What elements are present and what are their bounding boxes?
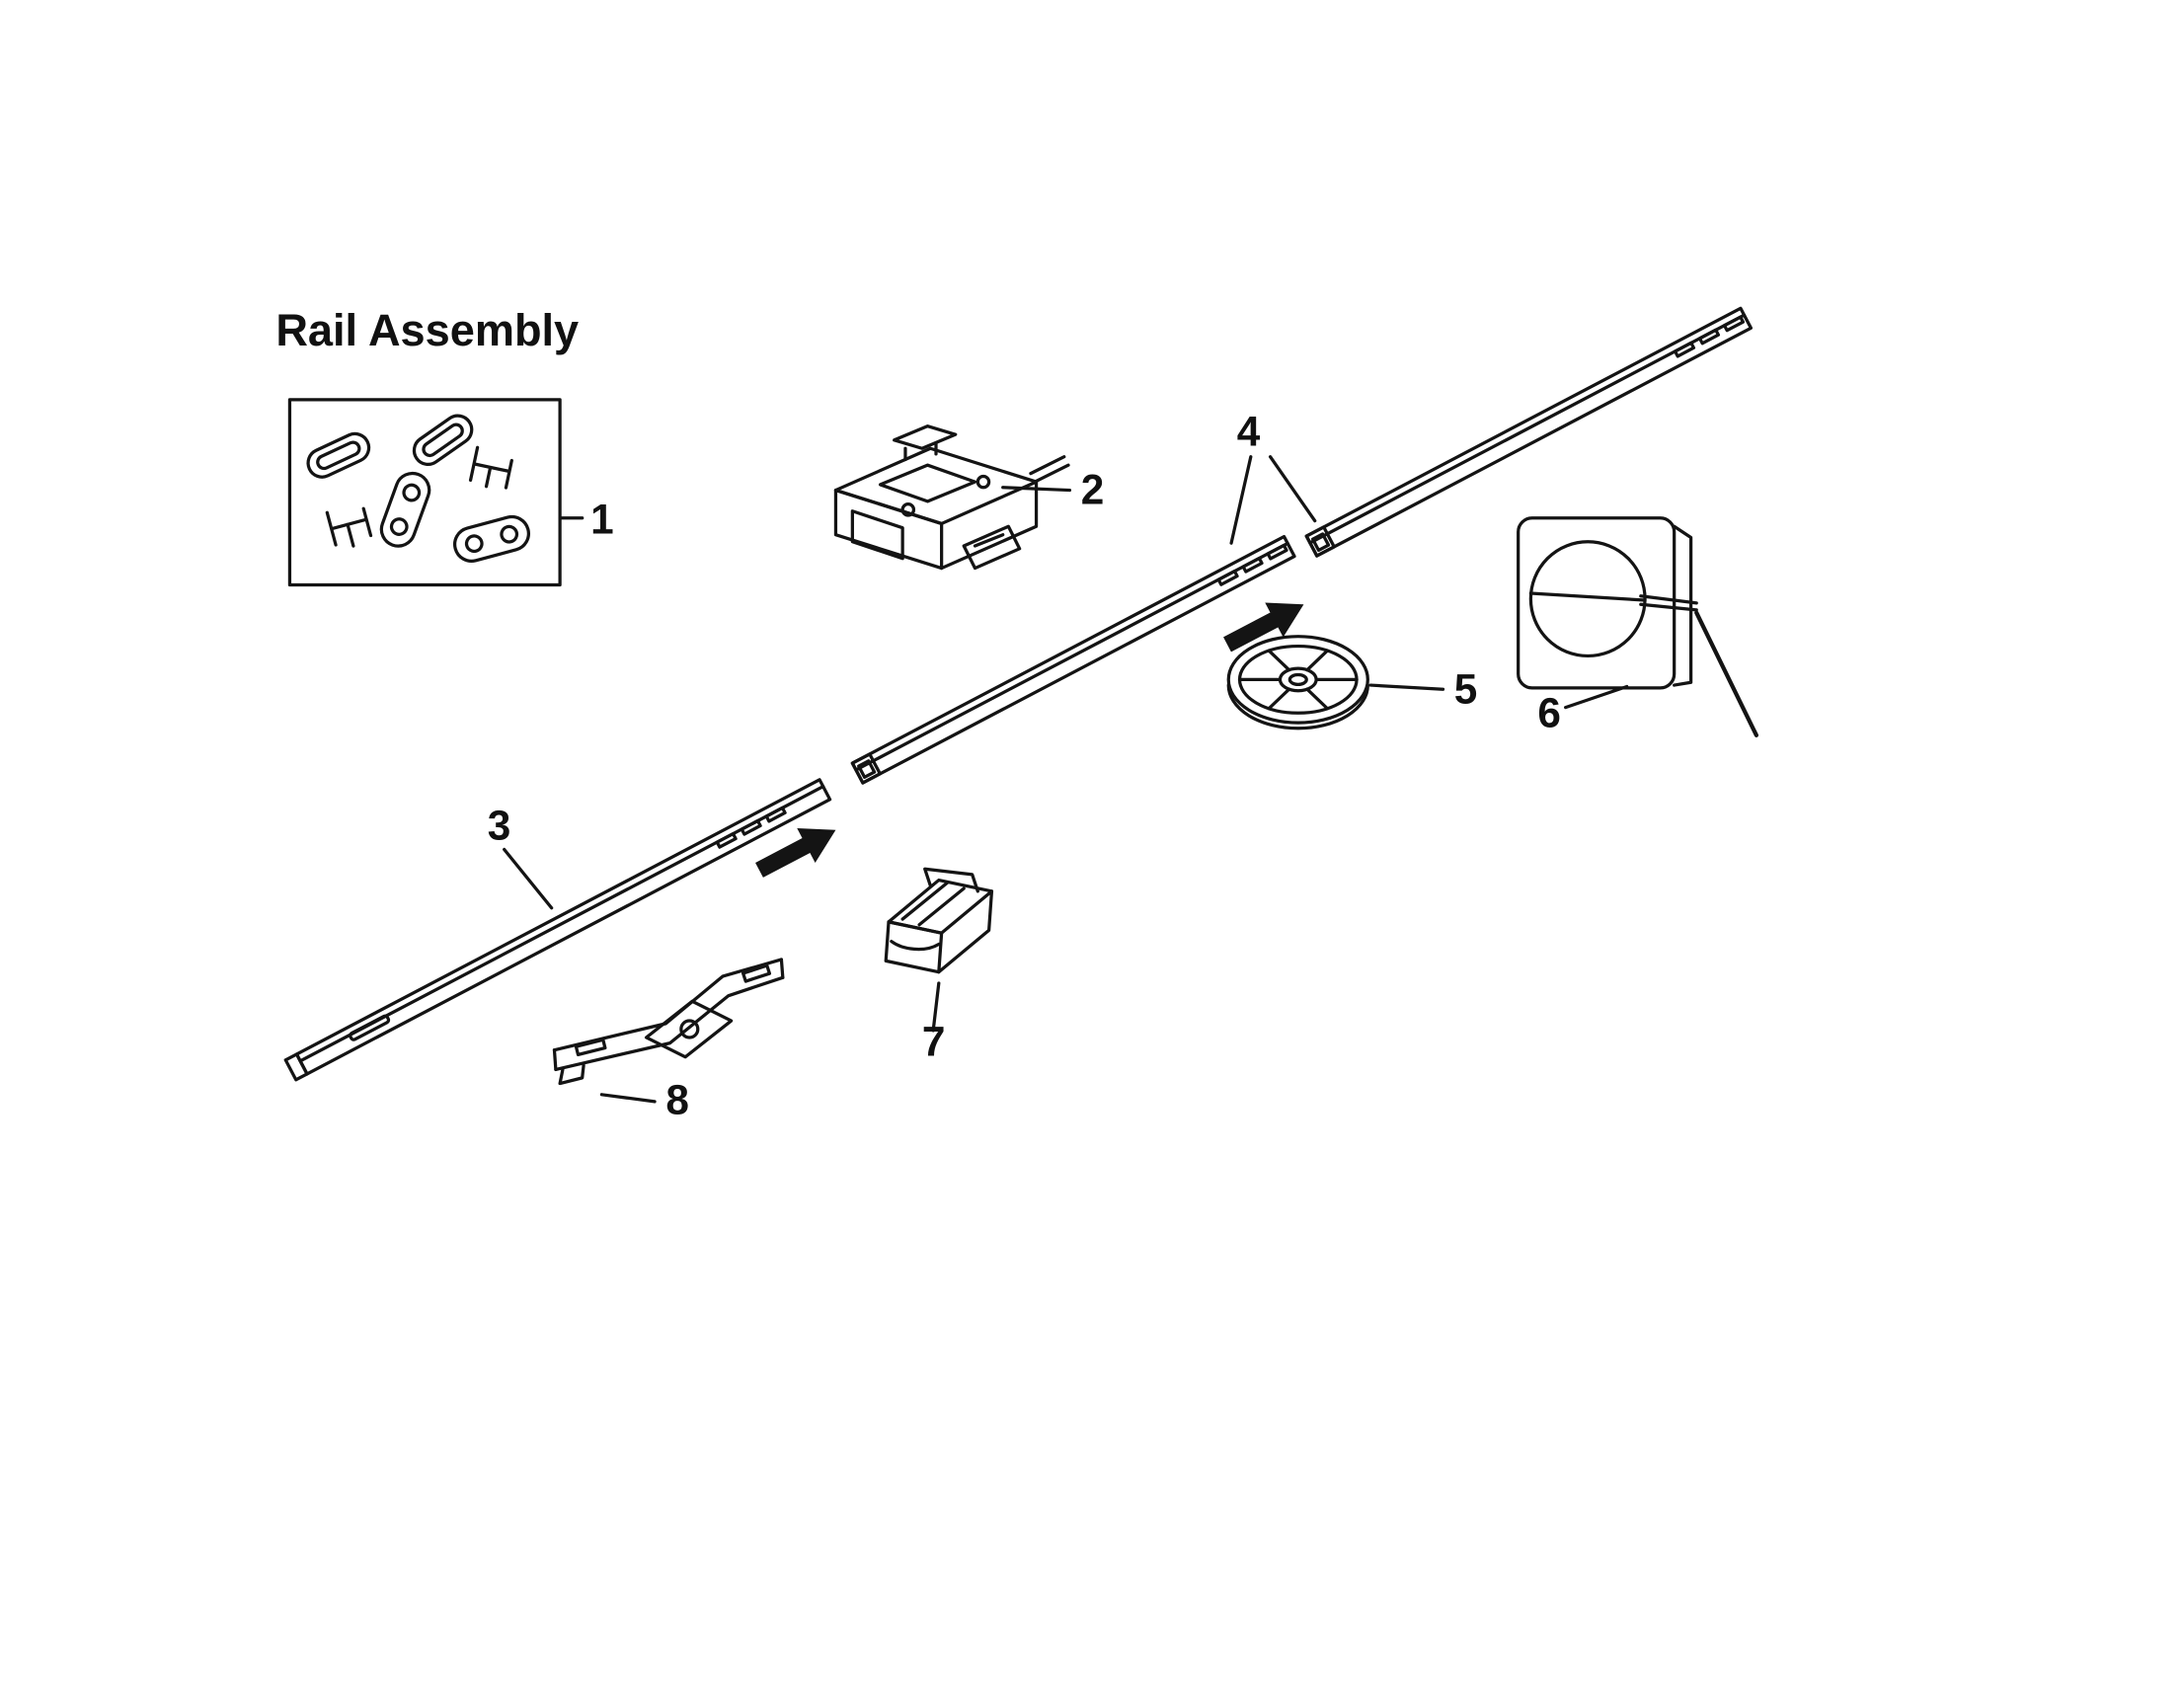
leader-5	[1368, 683, 1445, 691]
leader-3	[503, 847, 554, 910]
cable-line	[1694, 610, 1759, 737]
part-3-rail-section	[283, 778, 832, 1082]
part-label-4: 4	[1237, 408, 1261, 454]
master-link-clip-icon	[468, 445, 513, 490]
part-5-pulley	[1226, 635, 1369, 731]
part-7-stop-bracket	[884, 867, 994, 974]
part-label-7: 7	[922, 1018, 946, 1064]
leader-4a	[1229, 455, 1253, 545]
master-link-clip-icon	[325, 506, 373, 548]
leader-6	[1564, 684, 1629, 710]
leader-8	[599, 1093, 657, 1104]
part-label-8: 8	[665, 1077, 689, 1123]
leader-7	[931, 981, 941, 1033]
hardware-box-outline	[287, 398, 562, 587]
chain-plate-icon	[452, 514, 530, 563]
part-1-chain-hardware-box	[287, 398, 562, 587]
part-4-rail-section-middle	[850, 534, 1296, 785]
part-8-header-bracket	[552, 958, 785, 1086]
chain-link-icon	[306, 431, 371, 479]
part-label-1: 1	[590, 496, 614, 542]
chain-link-icon	[412, 414, 474, 467]
part-4-rail-section-rear	[1304, 306, 1754, 558]
direction-arrows	[755, 602, 1304, 878]
release-cord	[1029, 455, 1070, 484]
arrow-left-icon	[755, 828, 836, 878]
chain-plate-icon	[379, 471, 431, 548]
part-label-2: 2	[1081, 467, 1105, 513]
part-6-bracket-panel	[1517, 516, 1759, 737]
part-2-trolley-assembly	[833, 424, 1070, 571]
diagram-title: Rail Assembly	[275, 305, 579, 355]
leader-4b	[1268, 455, 1317, 523]
part-label-6: 6	[1537, 689, 1561, 735]
part-label-3: 3	[488, 803, 511, 849]
leader-2	[1001, 486, 1072, 493]
part-label-5: 5	[1454, 665, 1478, 712]
leader-lines	[503, 455, 1629, 1104]
arrow-left-icon	[1223, 602, 1304, 653]
